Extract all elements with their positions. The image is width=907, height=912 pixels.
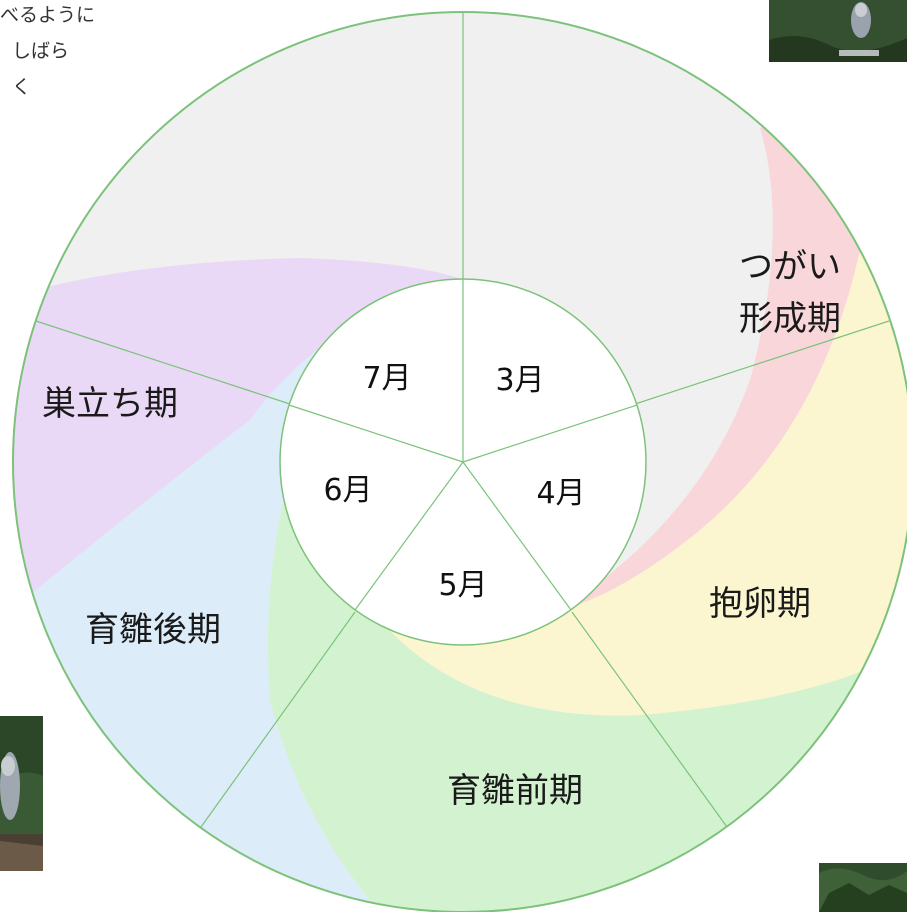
spoke-right xyxy=(634,320,890,405)
heron-photo-bottom-left xyxy=(0,716,43,871)
spoke-bottom-left xyxy=(200,611,356,828)
caption-line-1: べるように xyxy=(0,4,96,26)
caption-line-3: く xyxy=(12,76,32,98)
month-label-june: 6月 xyxy=(323,473,372,508)
month-divider xyxy=(462,461,572,611)
month-divider xyxy=(354,461,464,611)
stage-label-late-rearing: 育雛後期 xyxy=(85,610,221,650)
incubation-band xyxy=(380,250,907,716)
spokes xyxy=(35,12,890,828)
stage-label-fledging: 巣立ち期 xyxy=(42,384,178,424)
pairing-band xyxy=(560,110,860,610)
stage-label-pairing-line2: 形成期 xyxy=(739,299,841,339)
spoke-bottom-right xyxy=(571,611,728,828)
spoke-left xyxy=(35,320,291,405)
month-dividers xyxy=(288,279,638,611)
early-rearing-band xyxy=(268,440,907,912)
caption-line-2: しばら xyxy=(12,40,70,62)
stage-label-early-rearing: 育雛前期 xyxy=(447,771,583,811)
fledging-band xyxy=(13,258,470,620)
heron-photo-top-right xyxy=(769,0,907,62)
month-divider xyxy=(462,404,638,463)
month-label-march: 3月 xyxy=(495,363,544,398)
month-label-july: 7月 xyxy=(362,361,411,396)
month-label-may: 5月 xyxy=(438,568,487,603)
stage-label-pairing-line1: つがい xyxy=(739,247,841,287)
stage-label-incubation: 抱卵期 xyxy=(709,584,811,624)
month-label-april: 4月 xyxy=(536,476,585,511)
month-divider xyxy=(288,404,464,463)
heron-photo-bottom-right xyxy=(819,863,907,912)
